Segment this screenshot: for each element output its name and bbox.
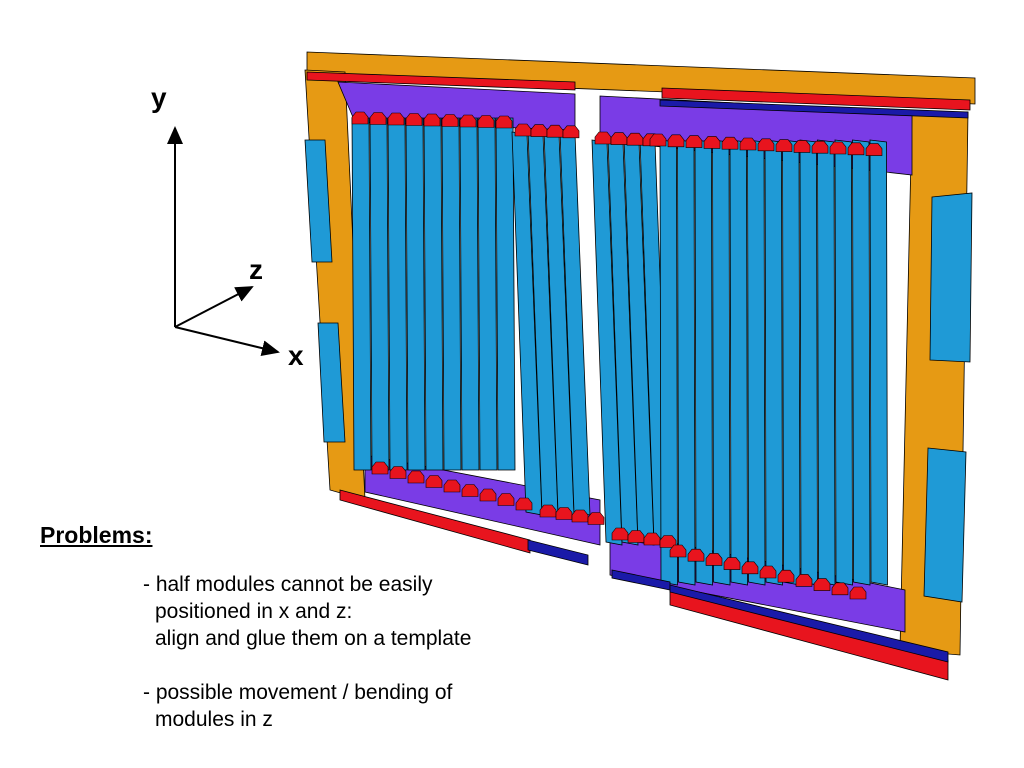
readout-chip xyxy=(831,582,849,596)
readout-chip xyxy=(659,535,677,548)
readout-chip xyxy=(865,143,883,156)
readout-chip xyxy=(721,136,739,150)
readout-chip xyxy=(479,488,497,502)
readout-chip xyxy=(669,544,687,558)
side-boards xyxy=(304,139,973,603)
readout-chip xyxy=(443,479,461,493)
bottom-rail-mid-navy xyxy=(527,539,589,566)
z-axis-arrow xyxy=(174,286,254,328)
z-axis-label: z xyxy=(249,254,263,285)
readout-chip xyxy=(477,115,495,128)
readout-chip xyxy=(849,586,867,600)
readout-chip xyxy=(530,124,548,137)
bottom-rail-left xyxy=(339,489,531,554)
readout-chip xyxy=(611,527,629,541)
readout-chip xyxy=(759,565,777,579)
readout-chip xyxy=(777,569,795,583)
readout-chip xyxy=(703,136,721,149)
frame-top-bar xyxy=(306,51,976,105)
side-board-left-lower xyxy=(317,322,346,443)
readout-chip xyxy=(847,142,865,156)
readout-chip xyxy=(539,504,557,518)
problem-1-line-2: positioned in x and z: xyxy=(155,600,353,623)
readout-chip xyxy=(775,139,793,152)
readout-chip xyxy=(546,124,564,138)
readout-chip xyxy=(739,137,757,151)
side-board-left-upper xyxy=(304,139,333,263)
problem-2-line-2: modules in z xyxy=(155,708,273,731)
readout-chip xyxy=(626,132,644,146)
readout-chip xyxy=(610,132,628,145)
readout-chip xyxy=(705,553,723,566)
readout-chip xyxy=(741,561,759,575)
readout-chip xyxy=(627,530,645,543)
readout-chip xyxy=(555,507,573,520)
top-rail-right-navy xyxy=(659,99,969,119)
half-module xyxy=(747,139,766,586)
half-module xyxy=(852,139,871,586)
side-board-right-upper xyxy=(929,192,973,363)
readout-chips xyxy=(351,111,883,600)
readout-chip xyxy=(813,578,831,591)
readout-chip xyxy=(369,112,387,125)
readout-chip xyxy=(667,134,685,148)
problem-2-line-1: - possible movement / bending of xyxy=(143,681,453,704)
readout-chip xyxy=(389,466,407,479)
problem-item-2: - possible movement / bending of modules… xyxy=(143,679,452,733)
readout-chip xyxy=(793,140,811,153)
bottom-rails xyxy=(306,71,971,681)
readout-chip xyxy=(371,461,389,475)
readout-chip xyxy=(425,475,443,488)
problem-item-1: - half modules cannot be easily position… xyxy=(143,571,471,652)
readout-chip xyxy=(497,493,515,506)
readout-chip xyxy=(649,133,667,147)
readout-chip xyxy=(459,114,477,128)
x-axis-label: x xyxy=(288,340,304,371)
readout-chip xyxy=(811,140,829,154)
readout-chip xyxy=(587,512,605,525)
readout-chip xyxy=(407,470,425,484)
side-board-right-lower xyxy=(923,447,967,603)
readout-chip xyxy=(495,115,513,129)
top-rail-right xyxy=(661,87,971,111)
readout-chip xyxy=(461,484,479,497)
half-module xyxy=(764,139,783,586)
problem-1-line-3: align and glue them on a template xyxy=(155,627,472,650)
readout-chip xyxy=(643,532,661,546)
readout-chip xyxy=(351,111,369,125)
bottom-rail-right-navy xyxy=(669,584,949,663)
readout-chip xyxy=(514,123,532,137)
readout-chip xyxy=(423,113,441,127)
problem-1-line-1: - half modules cannot be easily xyxy=(143,573,433,596)
readout-chip xyxy=(687,548,705,562)
readout-chip xyxy=(594,131,612,145)
half-module xyxy=(834,139,853,586)
x-axis-arrow xyxy=(174,326,280,357)
readout-chip xyxy=(757,138,775,152)
y-axis-label: y xyxy=(151,82,167,113)
readout-chip xyxy=(562,125,580,139)
top-rail-left xyxy=(306,71,576,91)
readout-chip xyxy=(515,497,533,511)
readout-chip xyxy=(405,113,423,126)
readout-chip xyxy=(795,574,813,587)
readout-chip xyxy=(571,509,589,523)
problems-heading: Problems: xyxy=(40,522,153,548)
readout-chip xyxy=(723,557,741,570)
half-module xyxy=(869,139,888,586)
readout-chip xyxy=(441,114,459,127)
readout-chip xyxy=(387,112,405,126)
readout-chip xyxy=(685,135,703,148)
readout-chip xyxy=(829,141,847,155)
